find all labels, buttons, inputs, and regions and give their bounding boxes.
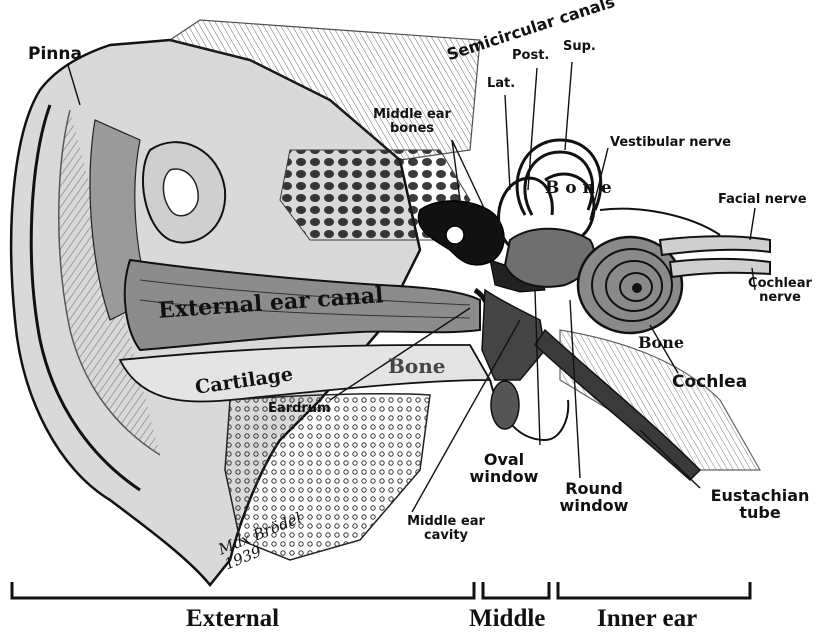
label-oval-window: Oval window <box>463 452 545 486</box>
nerves-shape <box>660 236 770 277</box>
label-eardrum: Eardrum <box>268 402 331 416</box>
label-lat: Lat. <box>487 77 515 91</box>
label-region-external: External <box>186 606 279 632</box>
label-eustachian-tube: Eustachian tube <box>700 488 820 522</box>
label-round-window: Round window <box>548 481 640 515</box>
label-bone-upper: B o n e <box>545 180 612 198</box>
label-cochlea: Cochlea <box>672 374 747 392</box>
label-vestibular-nerve: Vestibular nerve <box>610 136 731 150</box>
label-facial-nerve: Facial nerve <box>718 193 807 207</box>
label-sup: Sup. <box>563 40 596 54</box>
label-middle-ear-bones: Middle ear bones <box>357 108 467 135</box>
region-brackets <box>12 582 750 598</box>
label-middle-ear-cavity: Middle ear cavity <box>390 515 502 542</box>
label-region-inner-ear: Inner ear <box>597 606 697 632</box>
label-cochlear-nerve: Cochlear nerve <box>740 277 820 304</box>
label-region-middle: Middle <box>469 606 545 632</box>
label-pinna: Pinna <box>28 46 82 64</box>
label-bone-middle: Bone <box>388 356 446 377</box>
label-bone-right: Bone <box>638 335 684 352</box>
label-post: Post. <box>512 49 549 63</box>
